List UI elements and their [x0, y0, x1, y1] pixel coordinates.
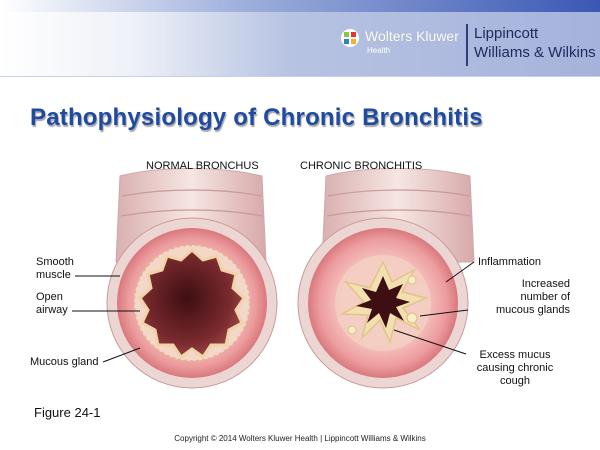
publisher-line-1: Lippincott [474, 25, 539, 42]
chronic-bronchus-narrowed-airway [356, 276, 410, 328]
label-excess-mucus: Excess mucus causing chronic cough [460, 349, 570, 388]
leader-mucous-gland [102, 347, 141, 363]
normal-bronchus-open-airway [138, 247, 246, 360]
label-excess-line-3: cough [500, 375, 530, 387]
label-mucous-gland: Mucous gland [30, 356, 99, 368]
header-banner [0, 0, 600, 77]
label-glands-line-1: Increased [521, 278, 570, 290]
chronic-bronchus-mucous-gland [347, 325, 357, 335]
label-glands-line-2: number of [520, 291, 570, 303]
chronic-bronchitis-heading: CHRONIC BRONCHITIS [300, 160, 423, 172]
normal-bronchus-ring-2 [120, 209, 264, 217]
publisher-line-2: Williams & Wilkins [474, 44, 596, 61]
label-increased-mucous-glands: Increased number of mucous glands [470, 278, 570, 317]
label-excess-line-2: causing chronic [476, 362, 554, 374]
chronic-bronchus-mucous-gland [406, 312, 418, 324]
label-inflammation: Inflammation [478, 256, 541, 268]
publisher-name: Lippincott Williams & Wilkins [474, 24, 596, 62]
label-open-airway-line-1: Open [36, 291, 63, 303]
label-open-airway-line-2: airway [36, 304, 68, 316]
label-smooth-muscle-line-2: muscle [36, 269, 71, 281]
label-open-airway: Open airway [36, 291, 68, 317]
header-stripe [0, 0, 600, 12]
chronic-bronchus-ring-1 [327, 189, 471, 197]
brand-sub: Health [367, 46, 391, 55]
copyright-notice: Copyright © 2014 Wolters Kluwer Health |… [174, 434, 426, 443]
leader-excess-mucus [393, 329, 467, 355]
normal-bronchus-heading: NORMAL BRONCHUS [146, 160, 259, 172]
page-title: Pathophysiology of Chronic Bronchitis [30, 104, 483, 131]
leader-inflammation [445, 261, 475, 283]
leader-mucous-glands [419, 309, 469, 317]
label-smooth-muscle-line-1: Smooth [36, 256, 74, 268]
label-smooth-muscle: Smooth muscle [36, 256, 74, 282]
figure-label: Figure 24-1 [34, 405, 101, 420]
brand-name: Wolters Kluwer [365, 28, 459, 44]
normal-bronchus-ring-1 [121, 189, 263, 197]
chronic-bronchus-ring-2 [326, 209, 472, 217]
chronic-bronchus-mucous-gland [407, 275, 417, 285]
label-glands-line-3: mucous glands [496, 304, 570, 316]
wolters-kluwer-logo-icon [341, 29, 359, 47]
label-excess-line-1: Excess mucus [479, 349, 551, 361]
brand-divider [466, 24, 468, 66]
